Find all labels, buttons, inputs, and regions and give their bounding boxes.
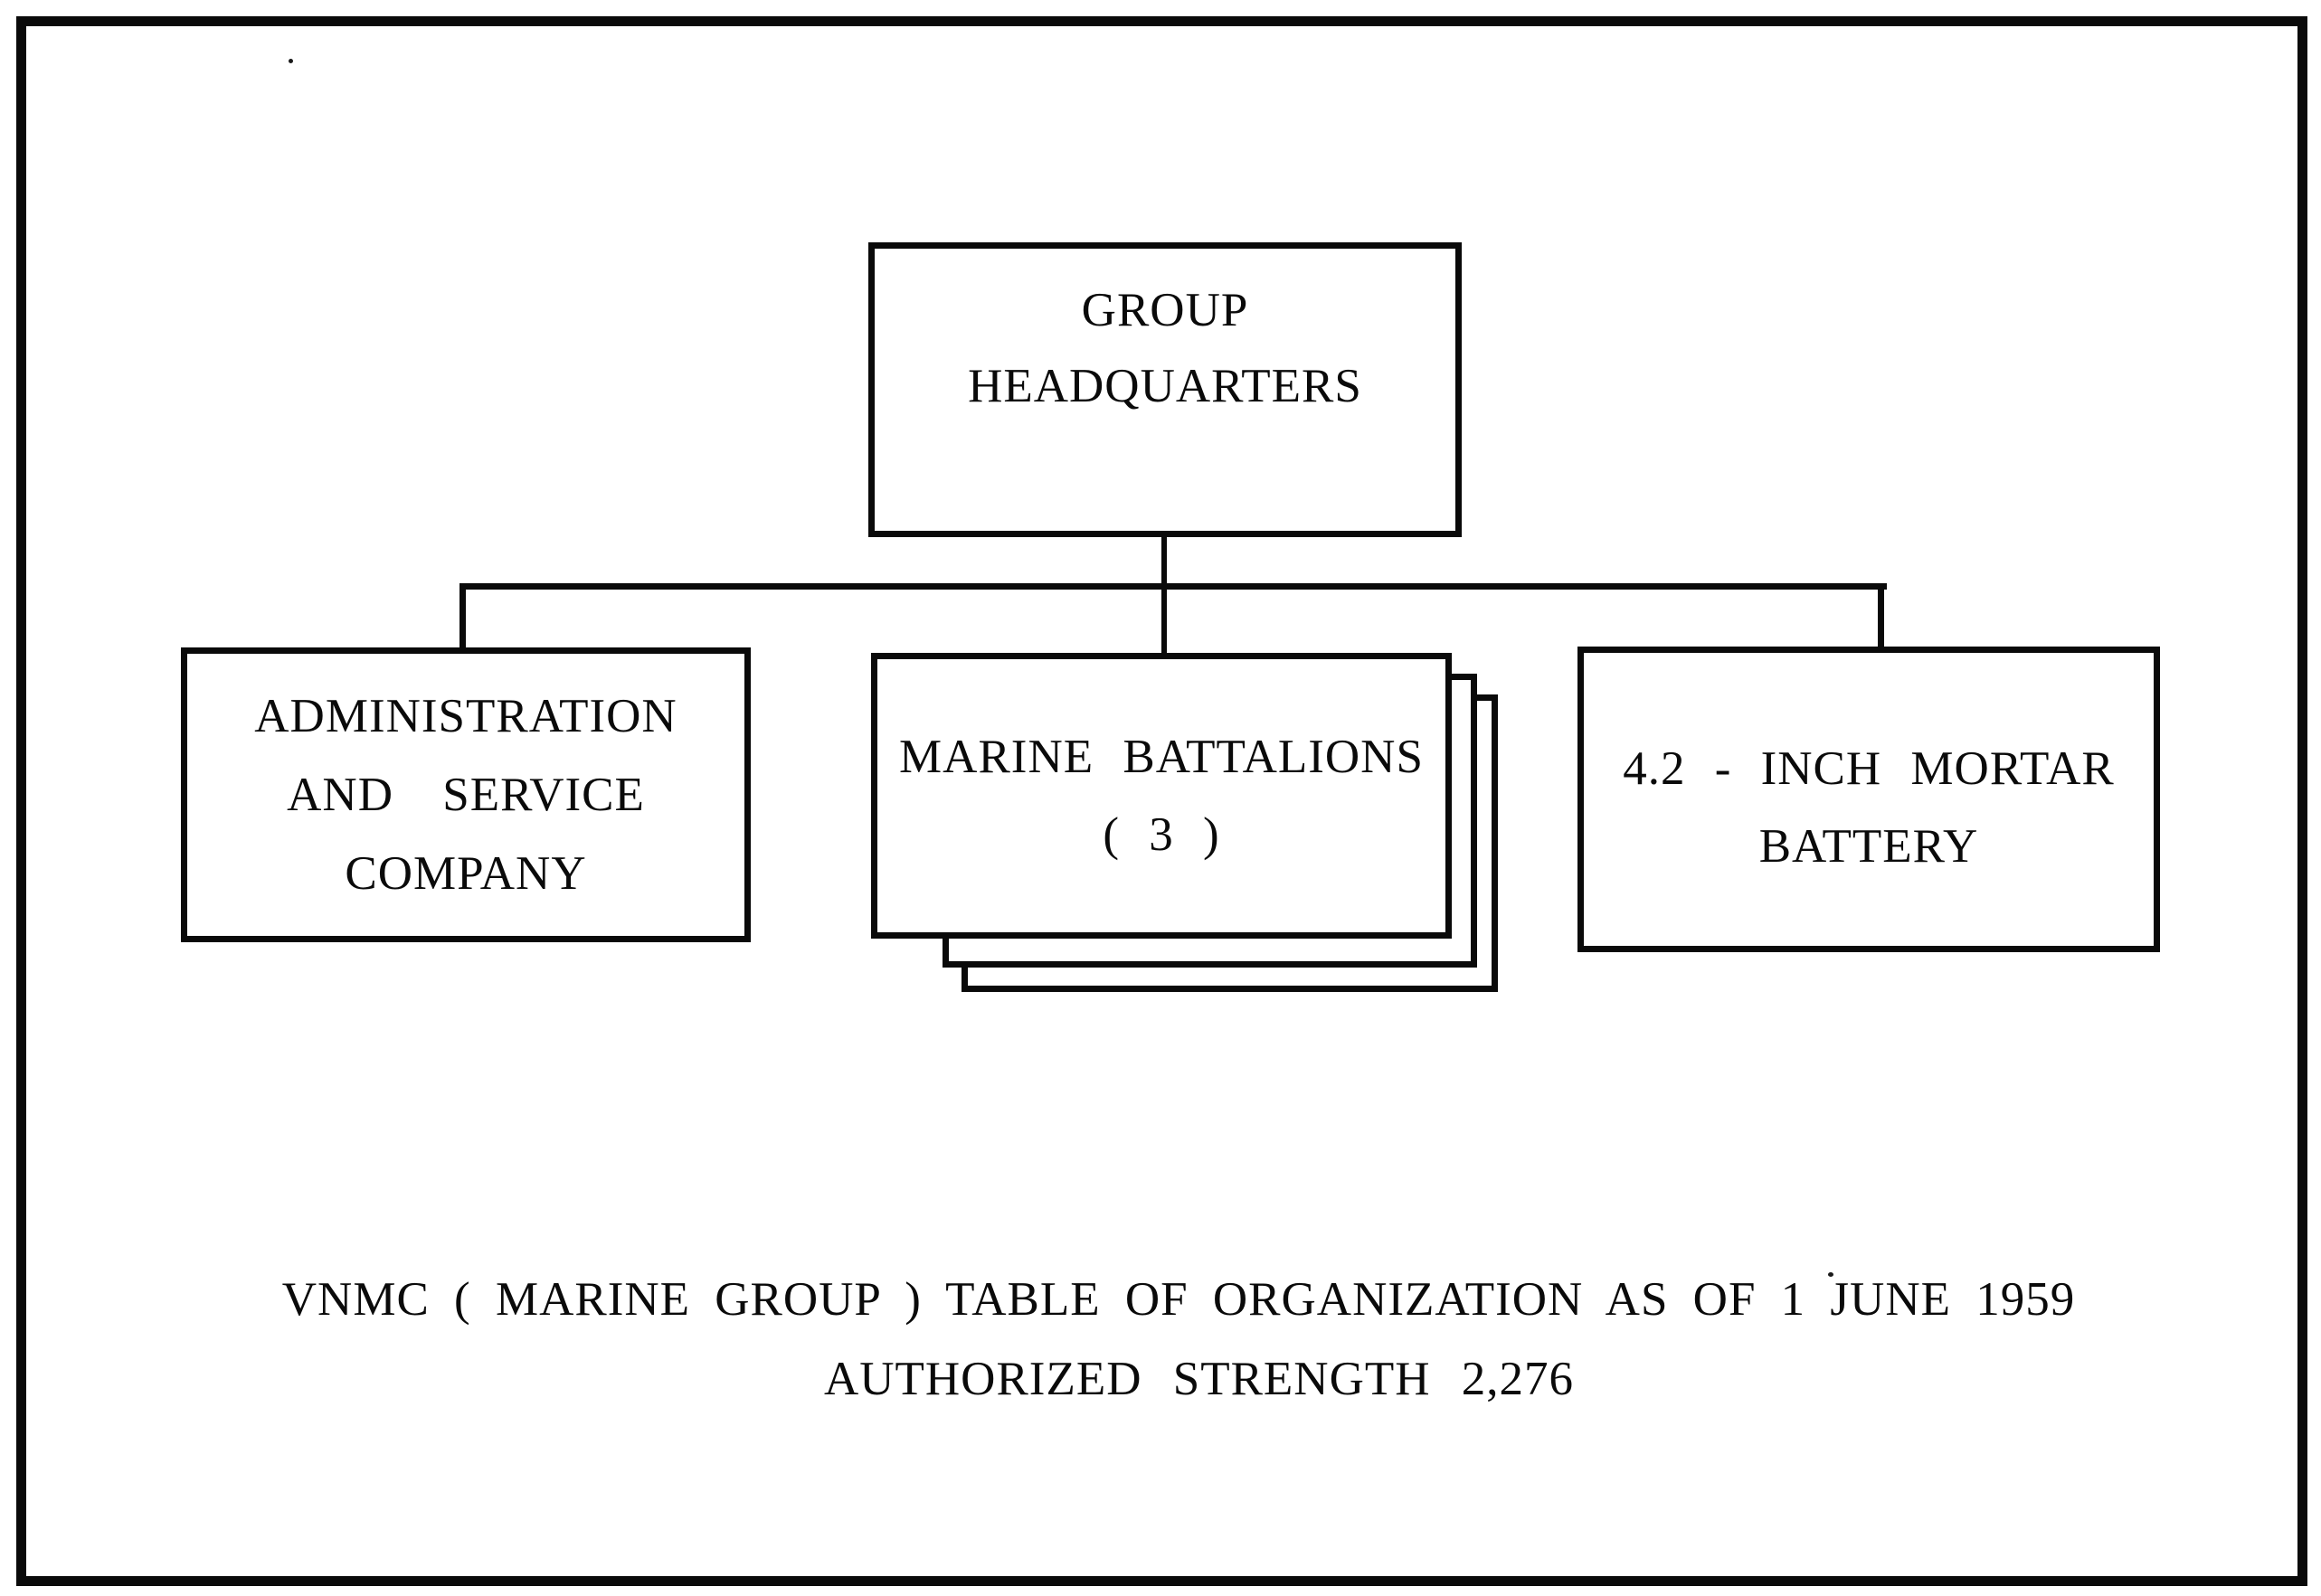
- box-label-line: COMPANY: [345, 846, 587, 900]
- connector-drop-battalions: [1161, 583, 1167, 657]
- connector-bus: [459, 583, 1887, 590]
- box-group-headquarters: GROUP HEADQUARTERS: [868, 242, 1462, 537]
- box-label-line: BATTERY: [1758, 820, 1979, 873]
- box-marine-battalions: MARINE BATTALIONS ( 3 ): [871, 653, 1452, 939]
- box-label-line: MARINE BATTALIONS: [899, 731, 1424, 783]
- box-label-line: ( 3 ): [1103, 808, 1220, 861]
- connector-drop-admin: [459, 583, 466, 651]
- scan-speck: [1828, 1272, 1833, 1277]
- box-admin-service-company: ADMINISTRATION AND SERVICE COMPANY: [181, 647, 751, 942]
- scan-speck: [289, 59, 293, 63]
- box-label-line: 4.2 - INCH MORTAR: [1623, 742, 2115, 795]
- box-label-line: HEADQUARTERS: [968, 360, 1362, 412]
- connector-stem-headquarters: [1161, 535, 1167, 590]
- box-label-line: AND SERVICE: [287, 768, 645, 821]
- box-mortar-battery: 4.2 - INCH MORTAR BATTERY: [1577, 647, 2160, 952]
- page-border: [16, 16, 2307, 1586]
- connector-drop-mortar: [1878, 583, 1884, 650]
- caption-strength-line: AUTHORIZED STRENGTH 2,276: [823, 1353, 1575, 1405]
- caption-title-line: VNMC ( MARINE GROUP ) TABLE OF ORGANIZAT…: [281, 1273, 2076, 1326]
- box-label-line: GROUP: [1081, 284, 1249, 336]
- box-label-line: ADMINISTRATION: [254, 689, 677, 742]
